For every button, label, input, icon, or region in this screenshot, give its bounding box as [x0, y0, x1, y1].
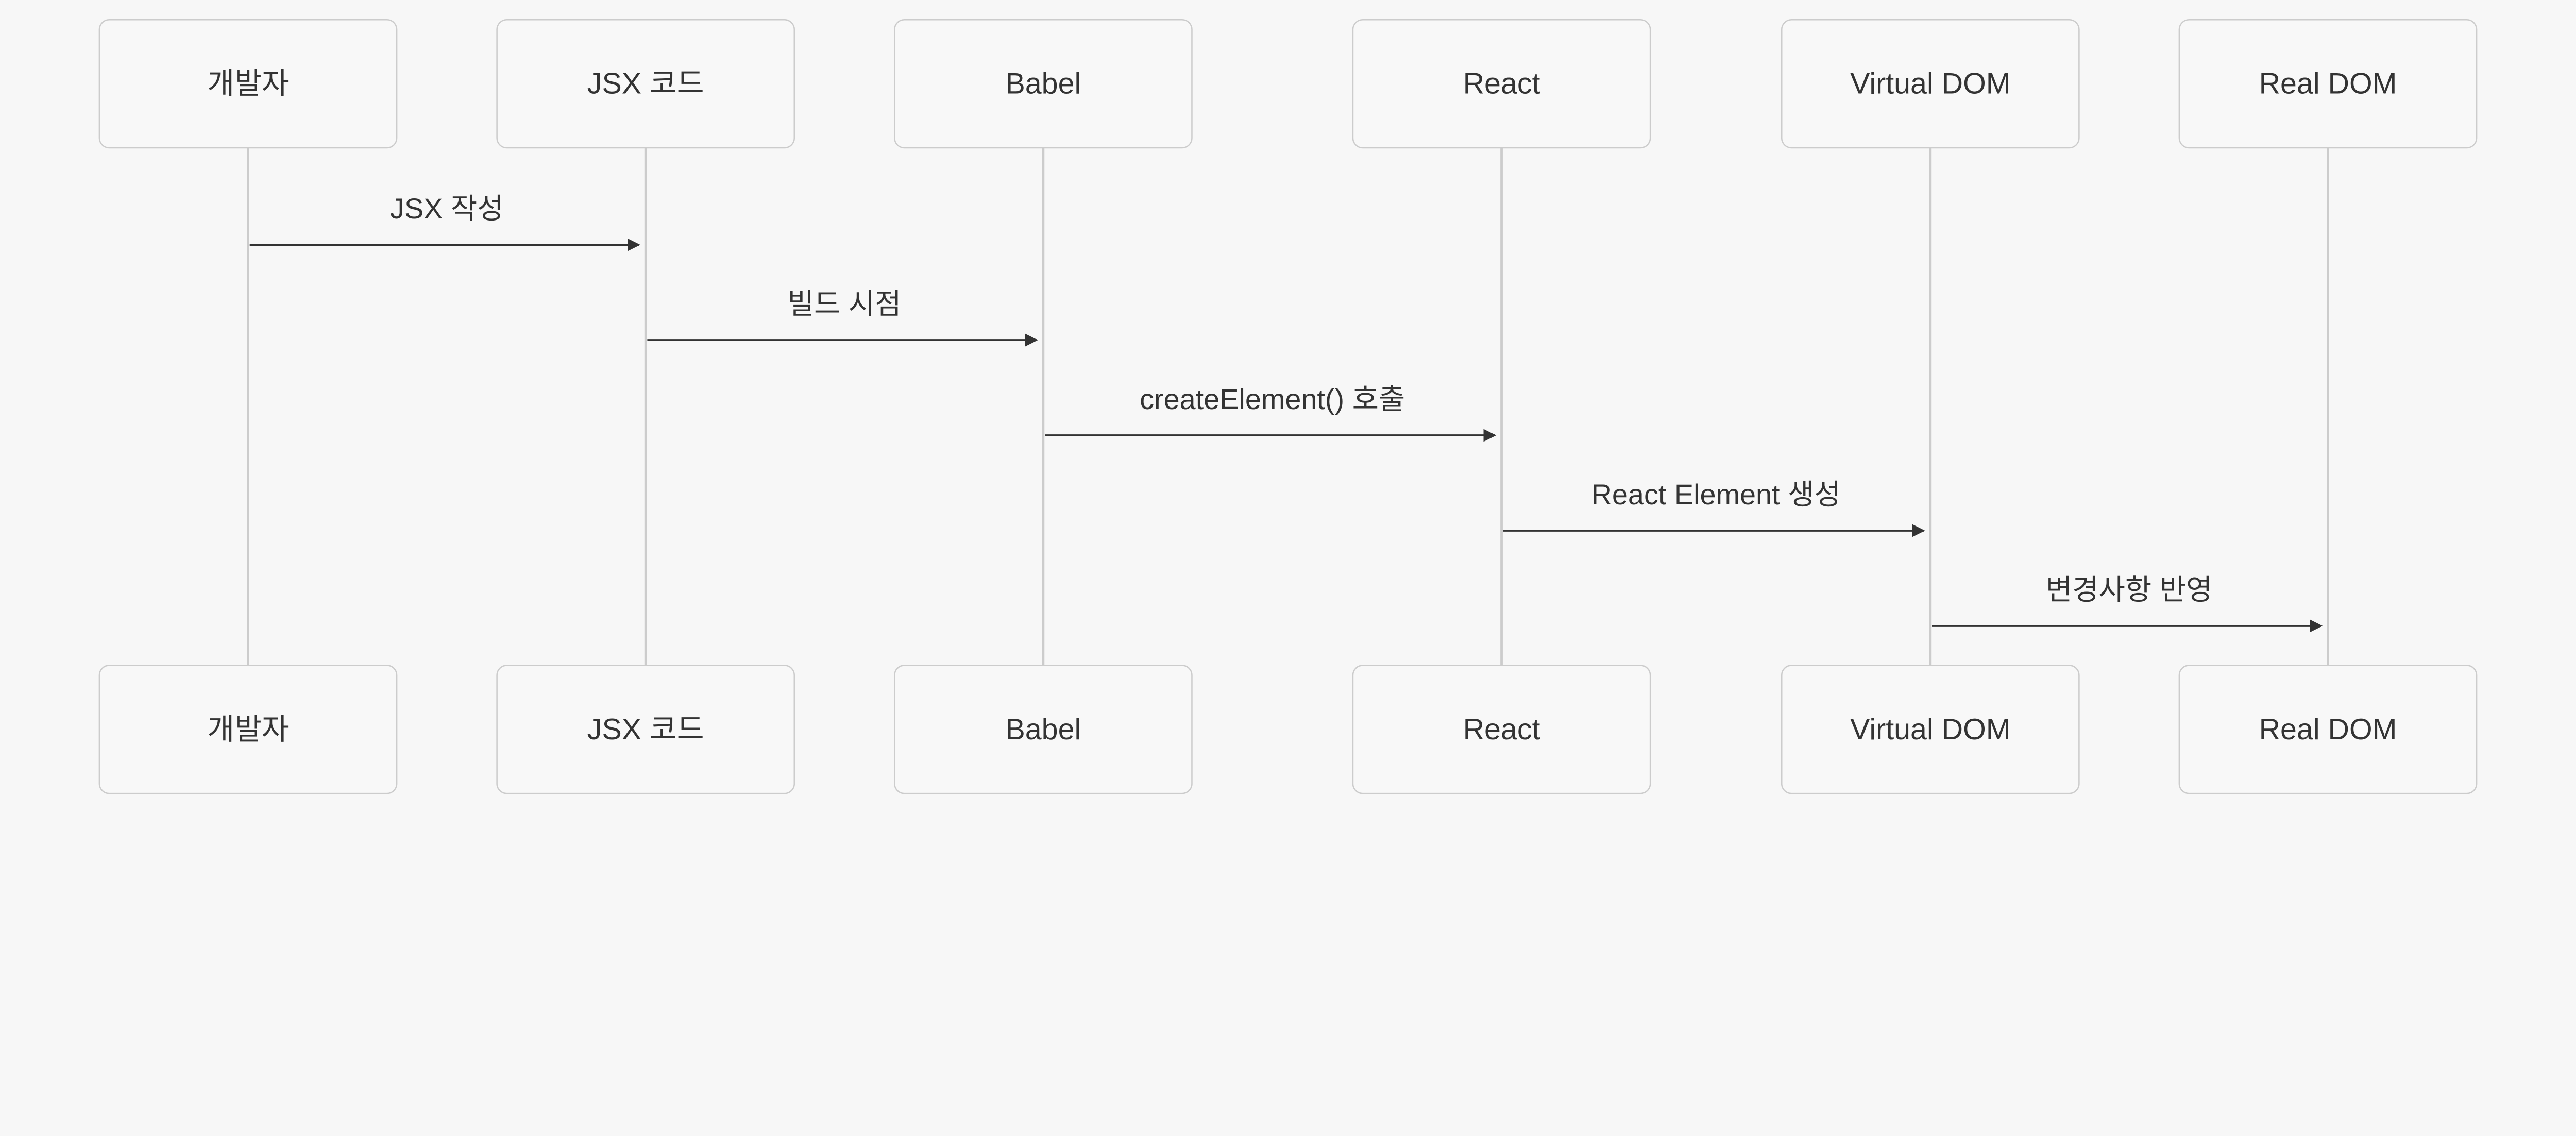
participant-label: React — [1463, 713, 1540, 746]
message-label: JSX 작성 — [390, 192, 504, 225]
message-label: React Element 생성 — [1591, 478, 1841, 511]
participant-label: JSX 코드 — [587, 713, 704, 746]
participant-box-bottom: React — [1352, 665, 1651, 794]
participant-rect — [496, 665, 795, 794]
participant-box-top: Virtual DOM — [1781, 19, 2080, 149]
participant-box-bottom: Virtual DOM — [1781, 665, 2080, 794]
participant-rect — [2178, 665, 2478, 794]
participant-box-top: React — [1352, 19, 1651, 149]
participant-label: Virtual DOM — [1850, 713, 2010, 746]
message: createElement() 호출 — [1045, 383, 1497, 442]
participant-rect — [1352, 19, 1651, 149]
participant-label: Virtual DOM — [1850, 67, 2010, 100]
participant-label: Real DOM — [2259, 713, 2397, 746]
participant-label: React — [1463, 67, 1540, 100]
message-label: createElement() 호출 — [1140, 383, 1405, 415]
message: JSX 작성 — [249, 192, 640, 251]
participant-rect — [1352, 665, 1651, 794]
participant-box-bottom: Babel — [894, 665, 1193, 794]
participant-label: Real DOM — [2259, 67, 2397, 100]
message-label: 변경사항 반영 — [2046, 573, 2213, 606]
participant-box-bottom: Real DOM — [2178, 665, 2478, 794]
participant-label: 개발자 — [207, 713, 289, 746]
participant-box-top: 개발자 — [98, 19, 398, 149]
participant-rect — [1781, 19, 2080, 149]
message: React Element 생성 — [1503, 478, 1925, 537]
participant-label: JSX 코드 — [587, 67, 704, 100]
participant-box-top: Babel — [894, 19, 1193, 149]
lifelines — [247, 147, 2329, 666]
participant-rect — [496, 19, 795, 149]
participant-label: Babel — [1005, 713, 1081, 746]
participant-rect — [98, 665, 398, 794]
participant-label: Babel — [1005, 67, 1081, 100]
participant-rect — [894, 19, 1193, 149]
participant-box-top: JSX 코드 — [496, 19, 795, 149]
participant-rect — [2178, 19, 2478, 149]
participant-box-bottom: 개발자 — [98, 665, 398, 794]
participant-box-bottom: JSX 코드 — [496, 665, 795, 794]
participant-rect — [1781, 665, 2080, 794]
participant-rect — [894, 665, 1193, 794]
message-label: 빌드 시점 — [788, 287, 902, 320]
participant-label: 개발자 — [207, 67, 289, 100]
message: 변경사항 반영 — [1931, 573, 2323, 633]
message: 빌드 시점 — [647, 287, 1038, 347]
participant-box-top: Real DOM — [2178, 19, 2478, 149]
participant-rect — [98, 19, 398, 149]
